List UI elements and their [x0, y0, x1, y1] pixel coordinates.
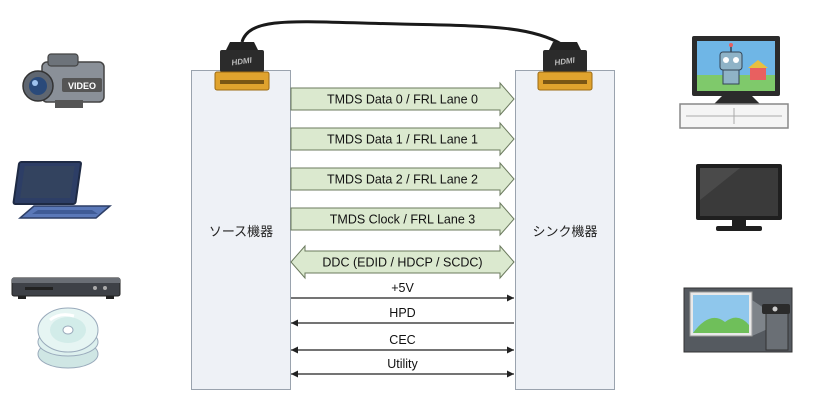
sink-hdmi-connector: HDMI	[537, 42, 593, 91]
wire-arrowhead-1-left	[291, 319, 298, 327]
signal-wires: +5V HPD CEC Utility	[291, 281, 514, 378]
sink-device-box: シンク機器	[515, 70, 615, 390]
wire-arrowhead-2-left	[291, 346, 298, 354]
sink-device-label: シンク機器	[532, 223, 598, 239]
lane-label-1: TMDS Data 1 / FRL Lane 1	[327, 133, 478, 147]
source-connector-text: HDMI	[231, 56, 253, 68]
wire-arrowhead-3-right	[507, 370, 514, 378]
wire-arrowhead-2-right	[507, 346, 514, 354]
source-hdmi-connector: HDMI	[214, 42, 270, 91]
lane-label-3: TMDS Clock / FRL Lane 3	[330, 213, 475, 227]
hdmi-cable	[240, 20, 564, 47]
lane-arrow-1	[290, 121, 515, 157]
tv-icon	[679, 36, 789, 129]
wire-label-2: CEC	[389, 333, 415, 347]
source-device-box: ソース機器	[191, 70, 291, 390]
camcorder-label: VIDEO	[68, 81, 96, 91]
projector-icon	[683, 287, 793, 353]
wire-label-0: +5V	[391, 281, 414, 295]
source-device-label: ソース機器	[208, 223, 274, 239]
lane-label-4: DDC (EDID / HDCP / SCDC)	[322, 256, 482, 270]
camcorder-icon: VIDEO	[22, 53, 105, 108]
wire-arrowhead-0-right	[507, 294, 514, 302]
wire-arrowhead-3-left	[291, 370, 298, 378]
wire-label-3: Utility	[387, 357, 418, 371]
signal-lanes: TMDS Data 0 / FRL Lane 0 TMDS Data 1 / FR…	[290, 81, 515, 280]
lane-arrow-0	[290, 81, 515, 117]
monitor-icon	[696, 164, 782, 231]
dvd-player-icon	[11, 277, 121, 299]
disc-icon	[37, 307, 99, 369]
wire-label-1: HPD	[389, 306, 415, 320]
lane-label-2: TMDS Data 2 / FRL Lane 2	[327, 173, 478, 187]
laptop-icon	[12, 161, 113, 219]
lane-label-0: TMDS Data 0 / FRL Lane 0	[327, 93, 478, 107]
sink-connector-text: HDMI	[554, 56, 576, 68]
lane-arrow-3	[290, 201, 515, 237]
lane-arrow-4	[290, 244, 515, 280]
lane-arrow-2	[290, 161, 515, 197]
